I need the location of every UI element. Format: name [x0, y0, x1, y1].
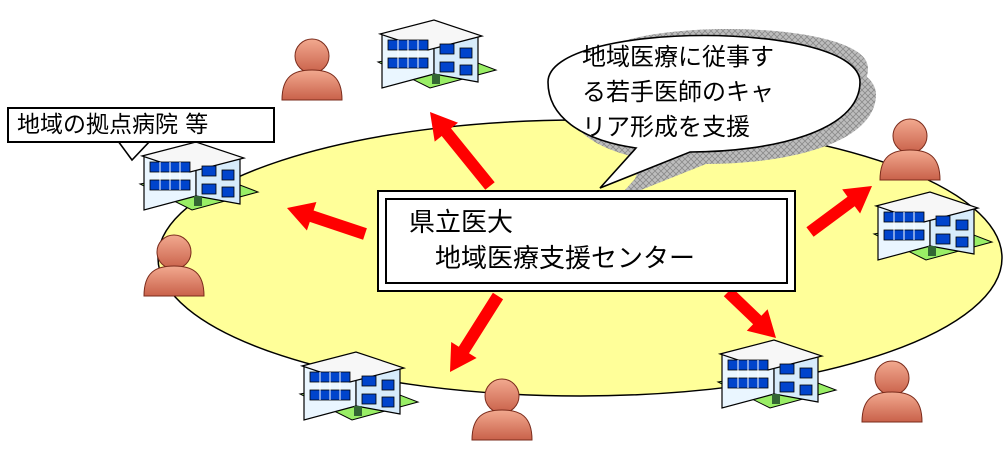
hub-hospital-label: 地域の拠点病院 等: [7, 107, 275, 143]
bubble-line: リア形成を支援: [582, 113, 750, 141]
support-center-inner-frame: [385, 198, 788, 284]
building-icon: [377, 19, 497, 89]
support-center-box: 県立医大 地域医療支援センター: [377, 190, 796, 292]
arrow-icon: [287, 202, 367, 240]
speech-bubble: [547, 34, 861, 189]
person-icon: [281, 38, 343, 101]
arrow-icon: [723, 287, 776, 338]
career-support-bubble-text: 地域医療に従事す る若手医師のキャ リア形成を支援: [582, 40, 822, 145]
bubble-line: 地域医療に従事す: [582, 43, 774, 71]
building-icon: [873, 191, 993, 261]
bubble-line: る若手医師のキャ: [582, 78, 774, 106]
arrow-icon: [806, 186, 872, 237]
support-center-title: 県立医大: [409, 208, 514, 238]
arrow-icon: [430, 112, 495, 190]
support-center-subtitle: 地域医療支援センター: [435, 244, 696, 274]
person-icon: [861, 360, 923, 423]
arrow-icon: [450, 292, 504, 372]
person-icon: [879, 118, 941, 181]
building-icon: [139, 141, 259, 211]
